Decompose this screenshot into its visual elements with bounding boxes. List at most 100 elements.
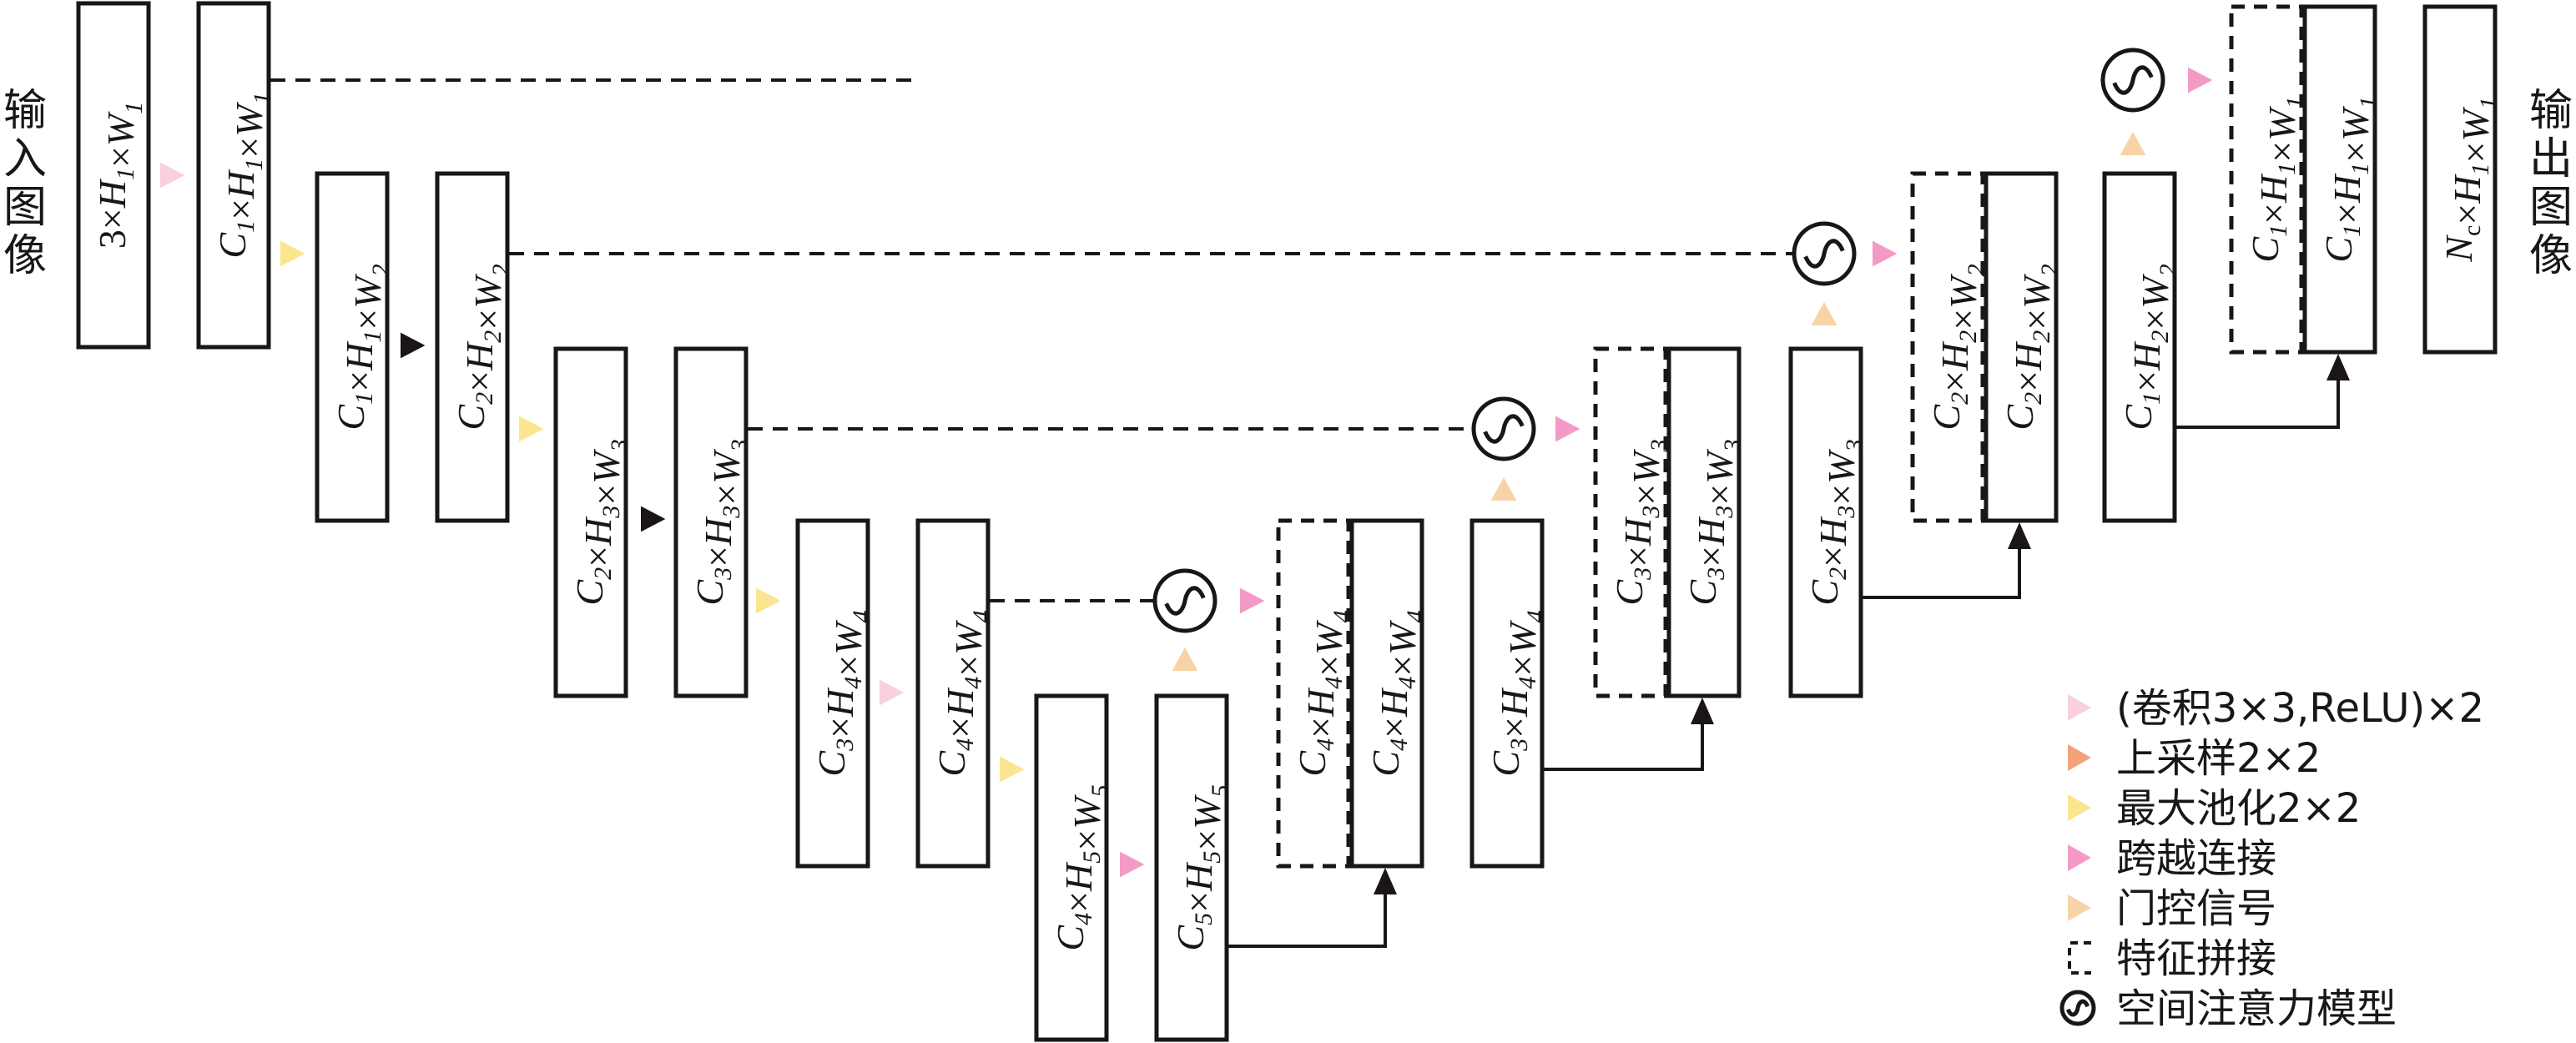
block-dec4-skip: C4×H4×W4: [1276, 518, 1356, 869]
legend-item: 特征拼接: [2068, 935, 2276, 982]
gate-marker-icon: [1490, 477, 1517, 501]
block-enc2b: C2×H2×W2: [435, 171, 515, 523]
block-label: C1×H1×W1: [2317, 96, 2382, 262]
block-label: C4×H4×W4: [1291, 610, 1356, 776]
up-connector-3-arrowhead: [1691, 698, 1714, 724]
block-label: C3×H4×W4: [1485, 610, 1550, 776]
maxpool-marker-icon: [1000, 756, 1025, 783]
legend-label: 最大池化2×2: [2116, 785, 2361, 832]
block-final: Nc×H1×W1: [2422, 4, 2503, 355]
block-dec3-up: C3×H3×W3: [1666, 346, 1747, 698]
conv-arrow-icon: [401, 332, 426, 359]
input-image-label: 输入图像: [3, 86, 47, 281]
up-connector-2-arrowhead: [2008, 522, 2031, 549]
legend-item: 门控信号: [2068, 885, 2276, 932]
legend-label: (卷积3×3,ReLU)×2: [2116, 685, 2484, 732]
legend-item: 跨越连接: [2068, 835, 2276, 882]
maxpool-marker-icon: [756, 587, 781, 614]
output-image-label: 输出图像: [2529, 86, 2573, 281]
block-label: C5×H5×W5: [1169, 784, 1234, 950]
block-label: C2×H3×W3: [568, 439, 633, 605]
up-connector-1-arrowhead: [2326, 354, 2350, 380]
block-dec2-up: C2×H2×W2: [1984, 171, 2064, 523]
gate-marker-icon: [2120, 132, 2146, 155]
gate-marker-icon: [1811, 302, 1837, 325]
legend-dashed-bracket-icon: [2068, 941, 2091, 975]
legend-item: (卷积3×3,ReLU)×2: [2068, 685, 2484, 732]
block-enc4b: C4×H4×W4: [915, 518, 996, 869]
block-dec4-out: C3×H4×W4: [1469, 518, 1550, 869]
block-dec2-out: C1×H2×W2: [2102, 171, 2182, 523]
attention-module-3-icon: [1471, 396, 1536, 461]
block-dec1-skip: C1×H1×W1: [2229, 4, 2309, 355]
legend-triangle-icon: [2068, 744, 2091, 771]
legend-attention-icon: [2059, 990, 2096, 1026]
block-label: C2×H2×W2: [1999, 264, 2064, 430]
block-label: C3×H4×W4: [810, 610, 875, 776]
conv-marker-icon: [880, 679, 905, 706]
legend-item: 空间注意力模型: [2059, 985, 2397, 1032]
connection-lines: [270, 78, 2350, 948]
block-dec3-skip: C3×H3×W3: [1593, 346, 1673, 698]
block-enc1a: 3×H1×W1: [76, 1, 151, 350]
up-connector-2: [1863, 547, 2021, 599]
block-label: C1×H1×W1: [211, 92, 276, 258]
block-enc5a: C4×H5×W5: [1034, 693, 1114, 1042]
legend-triangle-icon: [2068, 844, 2091, 871]
block-label: C1×H1×W1: [2244, 96, 2309, 262]
skip-marker-icon: [1120, 851, 1145, 878]
operation-markers: [160, 48, 2213, 878]
block-enc1b: C1×H1×W1: [196, 1, 276, 350]
block-dec2-skip: C2×H2×W2: [1910, 171, 1990, 523]
block-dec3-out: C2×H3×W3: [1788, 346, 1868, 698]
block-label: C3×H3×W3: [1608, 439, 1673, 605]
block-enc3a: C2×H3×W3: [553, 346, 633, 698]
block-label: C1×H1×W2: [330, 264, 395, 430]
block-label: 3×H1×W1: [91, 102, 148, 249]
block-label: C3×H3×W3: [688, 439, 754, 605]
legend-triangle-icon: [2068, 894, 2091, 921]
block-label: C2×H3×W3: [1803, 439, 1868, 605]
legend-label: 上采样2×2: [2116, 735, 2321, 782]
skip-marker-icon: [1240, 587, 1265, 614]
legend-item: 上采样2×2: [2068, 735, 2321, 782]
block-label: C4×H4×W4: [930, 610, 996, 776]
block-enc5b: C5×H5×W5: [1154, 693, 1234, 1042]
legend-label: 空间注意力模型: [2116, 985, 2397, 1032]
legend-label: 特征拼接: [2116, 935, 2276, 982]
skip-marker-icon: [1555, 416, 1580, 442]
attention-module-2-icon: [1792, 221, 1857, 286]
legend-triangle-icon: [2068, 694, 2091, 721]
legend-triangle-icon: [2068, 794, 2091, 821]
up-connector-4-arrowhead: [1374, 868, 1397, 894]
block-label: C2×H2×W2: [450, 264, 515, 430]
maxpool-marker-icon: [519, 416, 544, 442]
skip-marker-icon: [1873, 240, 1898, 267]
gate-marker-icon: [1172, 647, 1198, 671]
skip-marker-icon: [2188, 67, 2213, 93]
legend: (卷积3×3,ReLU)×2上采样2×2最大池化2×2跨越连接门控信号特征拼接空…: [2059, 685, 2484, 1032]
block-label: C4×H5×W5: [1049, 784, 1114, 950]
feature-blocks: 3×H1×W1C1×H1×W1C1×H1×W2C2×H2×W2C2×H3×W3C…: [76, 1, 2503, 1042]
block-enc2a: C1×H1×W2: [315, 171, 395, 523]
maxpool-marker-icon: [280, 240, 305, 267]
attention-module-1-icon: [2100, 48, 2165, 113]
legend-label: 跨越连接: [2116, 835, 2276, 882]
attention-module-4-icon: [1152, 568, 1217, 633]
conv-arrow-icon: [641, 506, 666, 532]
block-label: Nc×H1×W1: [2437, 97, 2503, 262]
block-enc4a: C3×H4×W4: [795, 518, 875, 869]
legend-item: 最大池化2×2: [2068, 785, 2361, 832]
up-connector-4: [1228, 893, 1387, 948]
conv-marker-icon: [160, 162, 185, 189]
legend-label: 门控信号: [2116, 885, 2276, 932]
block-label: C1×H2×W2: [2117, 264, 2182, 430]
block-dec4-up: C4×H4×W4: [1349, 518, 1429, 869]
up-connector-1: [2176, 379, 2340, 429]
block-dec1-up: C1×H1×W1: [2302, 4, 2382, 355]
block-label: C4×H4×W4: [1364, 610, 1429, 776]
block-label: C3×H3×W3: [1681, 439, 1747, 605]
up-connector-3: [1544, 723, 1704, 771]
block-enc3b: C3×H3×W3: [673, 346, 754, 698]
